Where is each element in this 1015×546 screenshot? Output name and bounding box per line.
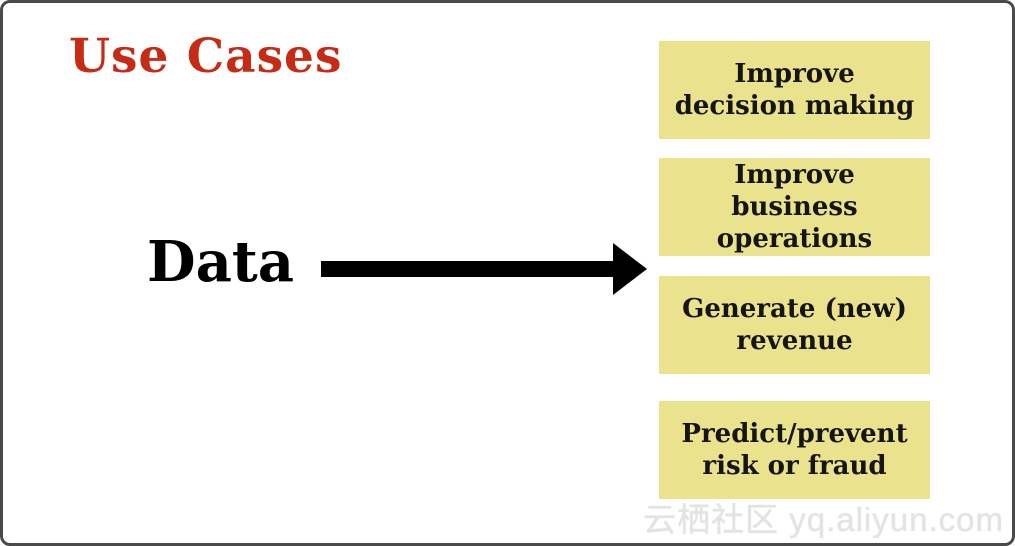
watermark-text: 云栖社区 yq.aliyun.com (643, 501, 1004, 538)
slide-title: Use Cases (69, 29, 343, 84)
use-case-label: Generate (new) revenue (682, 293, 907, 356)
use-case-label: Improve decision making (674, 58, 915, 121)
use-case-label: Improve business operations (716, 159, 873, 255)
use-case-box-predict-prevent-risk-fraud: Predict/prevent risk or fraud (659, 401, 930, 499)
use-case-box-improve-decision-making: Improve decision making (659, 41, 930, 139)
use-case-box-improve-business-operations: Improve business operations (659, 158, 930, 256)
data-source-label: Data (147, 229, 294, 295)
use-case-box-generate-new-revenue: Generate (new) revenue (659, 276, 930, 374)
use-case-label: Predict/prevent risk or fraud (681, 418, 908, 481)
